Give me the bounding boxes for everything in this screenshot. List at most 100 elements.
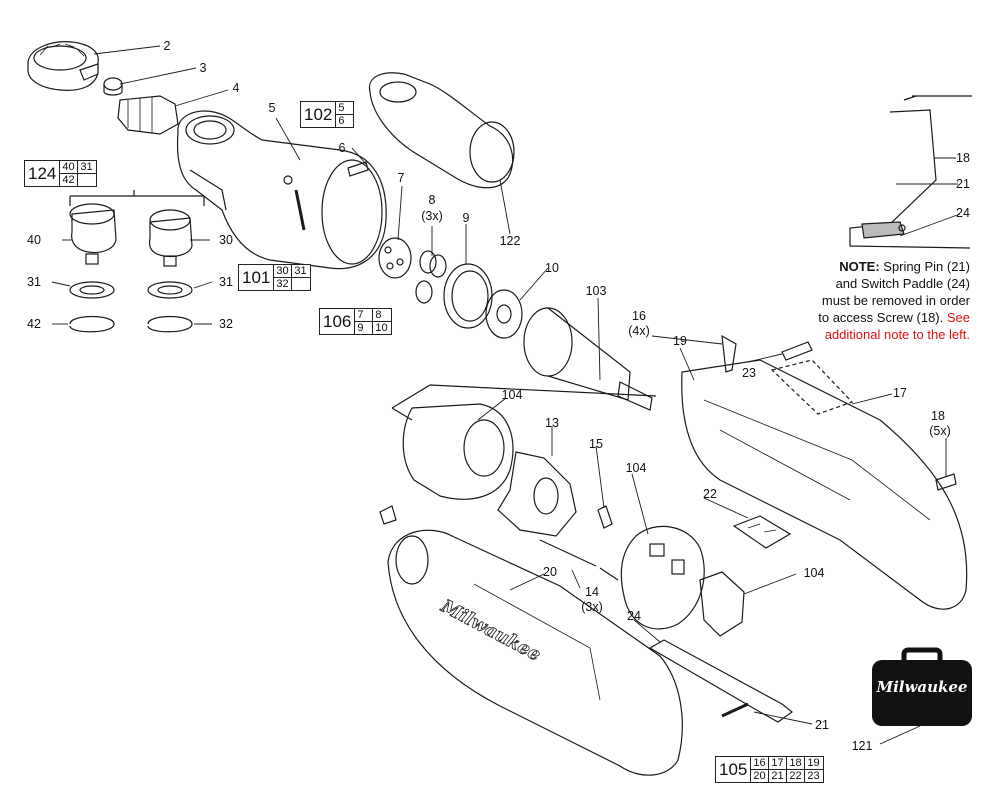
callout-31-right: 31 — [219, 275, 233, 289]
callout-8: 8 — [428, 193, 436, 207]
callout-18-qty: (5x) — [929, 424, 951, 438]
detail-inset — [849, 95, 972, 249]
callout-5: 5 — [268, 101, 276, 115]
callout-23: 23 — [742, 366, 756, 380]
callout-3: 3 — [199, 61, 207, 75]
callout-104-stator: 104 — [501, 388, 523, 402]
part-104-clip — [699, 571, 745, 637]
kit-105-part: 23 — [807, 770, 820, 782]
callout-16-qty: (4x) — [628, 324, 650, 338]
note-red-text: See additional note to the left. — [824, 310, 970, 342]
callout-7: 7 — [397, 171, 405, 185]
part-3-nut — [103, 77, 123, 96]
part-6-screw — [347, 161, 369, 177]
part-7-carrier — [378, 237, 412, 279]
kit-102-number: 102 — [301, 102, 337, 127]
part-15-screw — [597, 505, 613, 529]
part-17-label — [770, 359, 854, 415]
kit-106-part: 9 — [355, 322, 374, 334]
callout-122: 122 — [499, 234, 521, 248]
kit-105-part: 16 — [751, 757, 770, 770]
callout-19: 19 — [673, 334, 687, 348]
callout-121: 121 — [851, 739, 873, 753]
kit-105-part: 19 — [805, 757, 824, 770]
callout-14: 14 — [585, 585, 599, 599]
carrying-case-badge: Milwaukee — [872, 648, 972, 726]
kit-124-number: 124 — [25, 161, 61, 186]
kit-106-part: 7 — [355, 309, 374, 322]
callout-103: 103 — [585, 284, 607, 298]
leader-lines — [51, 45, 947, 745]
callout-40: 40 — [27, 233, 41, 247]
kit-105: 105 16 17 18 19 20 21 22 23 — [715, 756, 825, 783]
part-10-washer — [485, 289, 523, 339]
callout-30: 30 — [219, 233, 233, 247]
part-4-pawl — [117, 95, 179, 135]
carrying-case — [872, 647, 972, 726]
part-22-button — [732, 515, 792, 549]
disassembly-note: NOTE: Spring Pin (21) and Switch Paddle … — [818, 258, 970, 343]
callout-15: 15 — [589, 437, 603, 451]
kit-101-number: 101 — [239, 265, 275, 290]
callout-2: 2 — [163, 39, 171, 53]
callout-104-pcb: 104 — [625, 461, 647, 475]
part-104-stator — [391, 384, 657, 500]
callout-21: 21 — [815, 718, 829, 732]
kit-105-part: 22 — [787, 770, 806, 782]
kit-101-part: 32 — [274, 278, 293, 290]
part-23-strip — [781, 341, 813, 361]
part-screw-top — [379, 505, 397, 525]
kit-124-part: 40 — [60, 161, 79, 174]
kit-105-number: 105 — [716, 757, 752, 782]
kit-124-part: 31 — [78, 161, 97, 174]
note-text: Spring Pin (21) and Switch Paddle (24) m… — [818, 259, 970, 325]
callout-14-qty: (3x) — [581, 600, 603, 614]
callout-4: 4 — [232, 81, 240, 95]
part-13-bracket — [497, 451, 577, 537]
kit-102-part: 6 — [338, 115, 345, 127]
part-9-ringgear — [443, 263, 493, 329]
part-24-paddle — [648, 639, 793, 723]
kit-102: 102 5 6 — [300, 101, 355, 128]
kit-105-part: 20 — [751, 770, 770, 782]
kit-124-part: 42 — [60, 174, 79, 186]
detail-callout-24: 24 — [956, 206, 970, 220]
callout-104-clip: 104 — [803, 566, 825, 580]
handle-logo: Milwaukee — [437, 595, 544, 665]
part-5-head — [176, 110, 387, 270]
callout-16: 16 — [632, 309, 646, 323]
part-30-drive — [148, 209, 193, 267]
part-21-pin — [721, 702, 749, 718]
kit-101: 101 30 31 32 — [238, 264, 312, 291]
part-20-handle — [387, 529, 683, 776]
callout-13: 13 — [545, 416, 559, 430]
part-103-rotor — [523, 307, 653, 411]
kit-106-part: 10 — [375, 322, 388, 334]
part-19-handle — [681, 359, 968, 610]
callout-42: 42 — [27, 317, 41, 331]
note-label: NOTE: — [839, 259, 880, 274]
kit-124: 124 40 31 42 — [24, 160, 98, 187]
kit-101-part: 31 — [292, 265, 311, 278]
callout-22: 22 — [703, 487, 717, 501]
kit-102-part: 5 — [336, 102, 354, 115]
part-2-ring — [27, 41, 99, 91]
callout-20: 20 — [543, 565, 557, 579]
callout-32: 32 — [219, 317, 233, 331]
callout-24: 24 — [627, 609, 641, 623]
part-14-screws — [539, 539, 619, 581]
kit-106-part: 8 — [373, 309, 392, 322]
part-122-boot — [368, 72, 515, 189]
part-8-gears — [415, 250, 447, 304]
kit-124-empty-cell — [78, 174, 96, 186]
part-104-pcb — [620, 525, 705, 630]
kit-105-part: 17 — [769, 757, 788, 770]
kit-101-part: 30 — [274, 265, 293, 278]
kit-105-part: 18 — [787, 757, 806, 770]
callout-18: 18 — [931, 409, 945, 423]
part-40-drive — [69, 203, 117, 265]
callout-8-qty: (3x) — [421, 209, 443, 223]
part-16-pin — [721, 334, 737, 373]
callout-9: 9 — [462, 211, 470, 225]
